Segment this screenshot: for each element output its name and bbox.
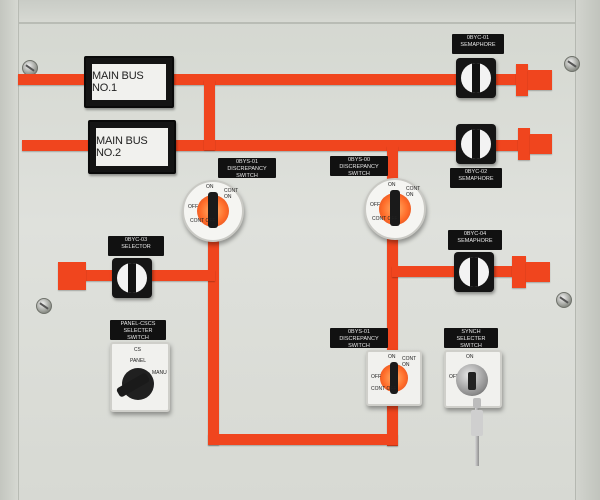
tag-line: 0BYC-01	[466, 35, 490, 41]
tag-line: SELECTOR	[121, 244, 151, 250]
bus-vertical-left	[208, 230, 219, 445]
tag-line: 0BYS-01	[235, 159, 258, 165]
switch-label-cont-on: CONT ON	[406, 186, 421, 198]
switch-label-cont-off: CONT OFF	[372, 216, 398, 222]
main-bus-2-plate: MAIN BUS NO.2	[88, 120, 176, 174]
switch-knob[interactable]	[390, 190, 400, 226]
tag-line: SEMAPHORE	[460, 42, 496, 48]
switch-knob[interactable]	[208, 192, 218, 228]
switch-label-cont-on: CONT ON	[224, 188, 239, 200]
tag-line: 0BYC-04	[463, 231, 487, 237]
panel-left-frame	[0, 0, 19, 500]
switch-label-cont-on: CONT ON	[402, 356, 417, 368]
semaphore-04[interactable]	[454, 252, 494, 292]
tag-discrepancy-02: 0BYS-01 DISCREPANCY SWITCH	[330, 328, 388, 349]
tag-line: SELECTER SWITCH	[123, 328, 153, 341]
main-bus-1-plate: MAIN BUS NO.1	[84, 56, 174, 108]
switch-label-cont-off: CONT OFF	[190, 218, 216, 224]
semaphore-02[interactable]	[456, 124, 496, 164]
bus-end-cap	[528, 70, 552, 90]
tag-line: SEMAPHORE	[457, 238, 493, 244]
tag-line: 0BYC-03	[124, 237, 148, 243]
tag-semaphore-04: 0BYC-04 SEMAPHORE	[448, 230, 502, 250]
switch-label-panel: PANEL	[130, 358, 147, 364]
discrepancy-switch-01[interactable]: ON OFF CONT ON CONT OFF	[182, 180, 244, 242]
tag-line: DISCREPANCY SWITCH	[227, 166, 267, 179]
tag-line: SEMAPHORE	[458, 176, 494, 182]
bus-vertical-right	[387, 146, 398, 446]
bus-bottom-link	[208, 434, 398, 445]
switch-label-manu: MANU	[152, 370, 167, 376]
bus-vertical-left-top	[204, 80, 215, 150]
tag-line: PANEL-CSCS	[120, 321, 156, 327]
screw	[556, 292, 572, 308]
tag-synch-selector: SYNCH SELECTER SWITCH	[444, 328, 498, 349]
panel-right-frame	[575, 0, 600, 500]
panel-selector-switch[interactable]: CS PANEL MANU	[110, 342, 170, 412]
bus-end-cap	[516, 64, 528, 96]
discrepancy-switch-00[interactable]: ON OFF CONT ON CONT OFF	[364, 178, 426, 240]
bus-end-cap	[512, 256, 526, 288]
tag-discrepancy-00: 0BYS-00 DISCREPANCY SWITCH	[330, 156, 388, 177]
bus-end-cap	[518, 128, 530, 160]
tag-line: DISCREPANCY SWITCH	[339, 164, 379, 177]
main-bus-2-label: MAIN BUS NO.2	[96, 135, 148, 159]
main-bus-1-label: MAIN BUS NO.1	[92, 70, 144, 94]
tag-line: 0BYS-00	[347, 157, 370, 163]
screw	[36, 298, 52, 314]
bus-end-cap	[530, 134, 552, 154]
tag-panel-selector: PANEL-CSCS SELECTER SWITCH	[110, 320, 166, 341]
switch-label-off: OFF	[371, 374, 381, 380]
bus-end-cap	[526, 262, 550, 282]
switch-label-cs: CS	[134, 347, 141, 353]
screw	[564, 56, 580, 72]
tag-discrepancy-01: 0BYS-01 DISCREPANCY SWITCH	[218, 158, 276, 179]
tag-line: SYNCH	[461, 329, 481, 335]
switch-knob[interactable]	[390, 362, 398, 394]
key-icon[interactable]	[468, 398, 486, 468]
switch-label-cont-off: CONT OFF	[371, 386, 397, 392]
bus-end-cap	[58, 262, 86, 290]
switch-label-on: ON	[388, 182, 396, 188]
tag-semaphore-02: 0BYC-02 SEMAPHORE	[450, 168, 502, 188]
tag-line: SELECTER SWITCH	[456, 336, 486, 349]
panel-top-frame	[0, 0, 600, 24]
switch-label-on: ON	[466, 354, 474, 360]
tag-line: DISCREPANCY SWITCH	[339, 336, 379, 349]
switch-label-on: ON	[206, 184, 214, 190]
tag-semaphore-01: 0BYC-01 SEMAPHORE	[452, 34, 504, 54]
switch-label-off: OFF	[370, 202, 380, 208]
switch-label-off: OFF	[449, 374, 459, 380]
tag-selector-03: 0BYC-03 SELECTOR	[108, 236, 164, 256]
bus-line-main-2	[22, 140, 526, 151]
semaphore-01[interactable]	[456, 58, 496, 98]
switch-label-on: ON	[388, 354, 396, 360]
key-slot	[468, 372, 476, 390]
tag-line: 0BYS-01	[347, 329, 370, 335]
tag-line: 0BYC-02	[464, 169, 488, 175]
discrepancy-switch-02[interactable]: ON OFF CONT ON CONT OFF	[366, 350, 422, 406]
bus-line-main-1	[18, 74, 518, 85]
switch-label-off: OFF	[188, 204, 198, 210]
selector-03[interactable]	[112, 258, 152, 298]
